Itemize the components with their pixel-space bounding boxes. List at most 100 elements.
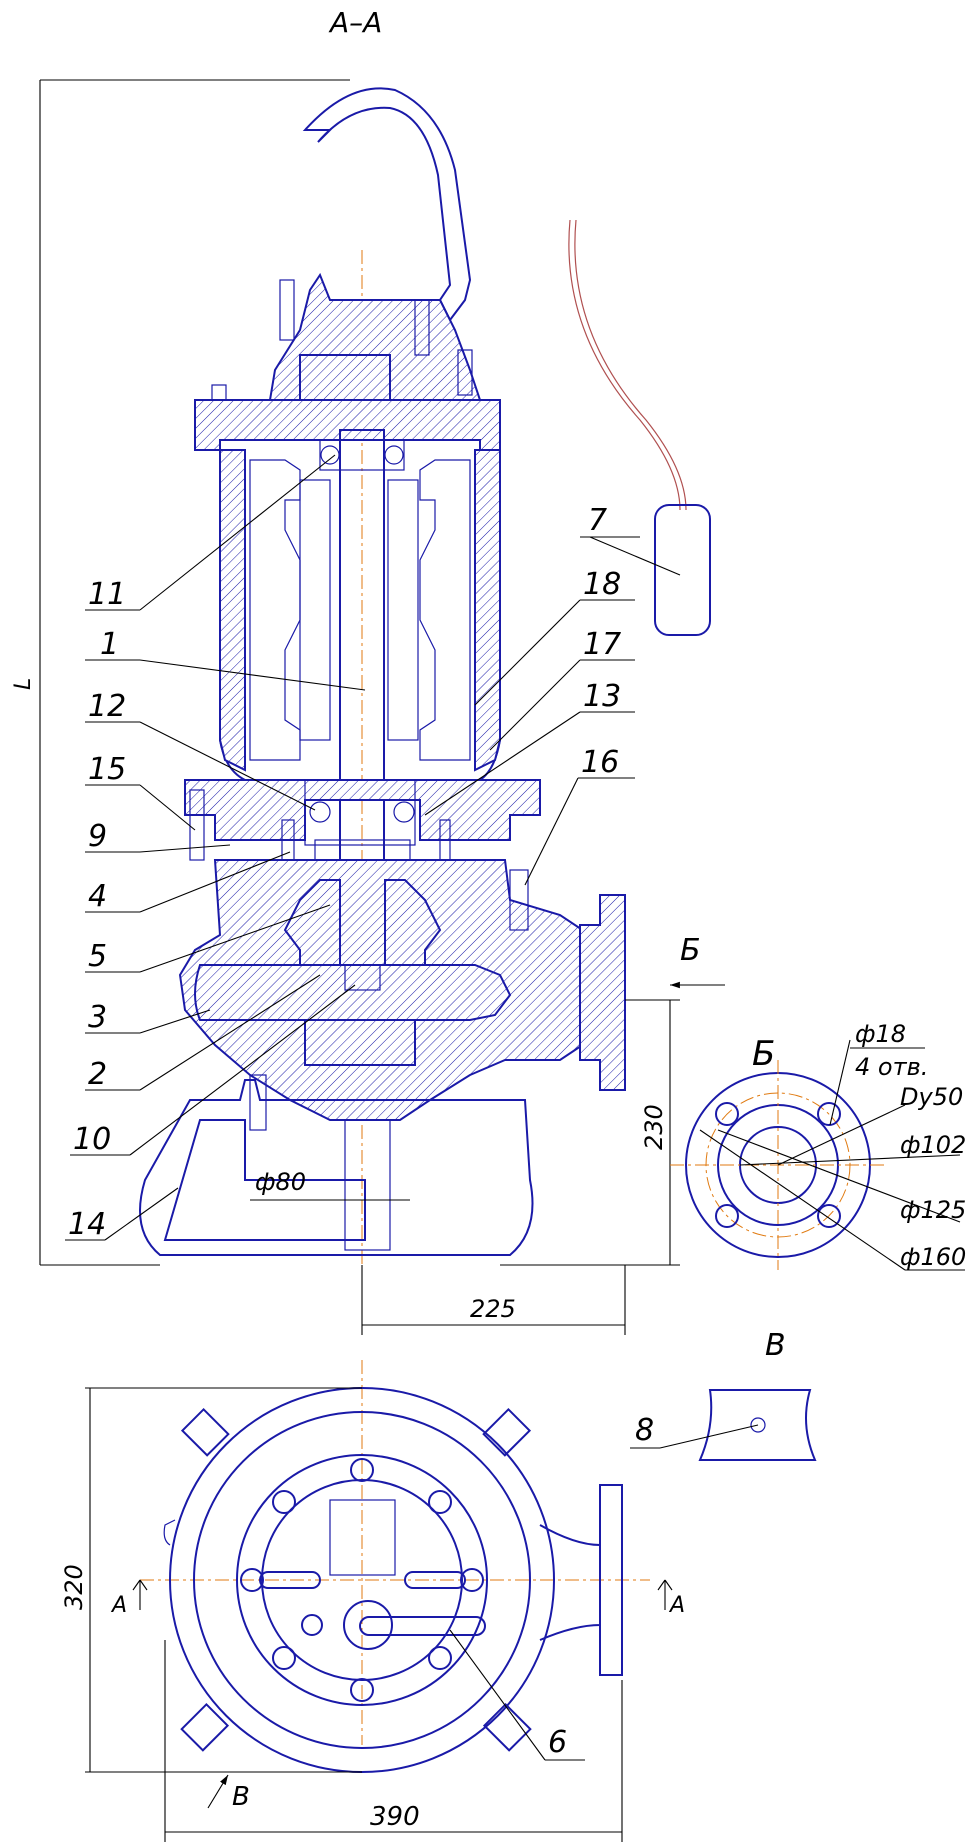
leader-17: 17: [489, 627, 635, 751]
plan-handle-bar-right: [404, 1571, 466, 1589]
leader-2: 2: [85, 974, 321, 1092]
dim-label-l: L: [11, 678, 36, 690]
section-title: А–А: [328, 6, 382, 39]
dim-label-160: ф160: [900, 1243, 966, 1271]
leader-d102: [739, 1154, 961, 1166]
dimension-225: 225: [361, 1265, 626, 1335]
housing-wall-right: [474, 449, 501, 772]
dimension-230: 230: [500, 999, 680, 1266]
view-b-flange: Б ф18 4 отв. Dу50 ф102 ф125 ф160: [670, 1020, 966, 1271]
bearing-housing: [184, 779, 541, 841]
section-view-a-a: А–А: [11, 6, 725, 1335]
housing-wall-left: [219, 449, 246, 772]
leader-dy50: [777, 1104, 906, 1166]
part-label-17: 17: [583, 627, 621, 662]
impeller: [283, 879, 341, 966]
dim-label-holes: 4 отв.: [855, 1053, 928, 1081]
leader-12: 12: [85, 689, 316, 811]
view-v-arrow: В: [207, 1774, 250, 1812]
leader-4: 4: [85, 851, 291, 914]
stand-bolt-left: [249, 1074, 267, 1131]
view-b-arrow: Б: [670, 933, 725, 989]
leader-7: 7: [580, 503, 681, 576]
part-label-4: 4: [88, 879, 107, 914]
part-label-10: 10: [73, 1122, 111, 1157]
flange-hole-4: [817, 1204, 841, 1228]
plan-view: 6 А А В 320 390: [60, 1360, 685, 1842]
flange-hole-3: [715, 1204, 739, 1228]
plan-bolt-1: [350, 1458, 374, 1482]
float-switch: [654, 504, 711, 636]
dim-label-80: ф80: [255, 1168, 306, 1196]
casing-bolt-right: [509, 869, 529, 931]
motor-housing: [219, 450, 501, 781]
part-label-9: 9: [88, 819, 107, 854]
section-a-arrow-right: А: [657, 1579, 685, 1618]
plan-bolt-5: [350, 1678, 374, 1702]
leader-8: 8: [630, 1413, 759, 1449]
flange-hole-1: [715, 1102, 739, 1126]
flange-hole-2: [817, 1102, 841, 1126]
plan-ring-2: [193, 1411, 531, 1749]
part-label-13: 13: [583, 679, 621, 714]
plan-cable-box: [329, 1499, 396, 1576]
leader-d125: [717, 1129, 961, 1223]
leader-13: 13: [424, 679, 635, 816]
view-v-body: [698, 1389, 817, 1461]
part-label-3: 3: [88, 1000, 107, 1035]
part-label-14: 14: [68, 1207, 106, 1242]
leader-9: 9: [85, 819, 231, 854]
stator-winding-right: [419, 459, 471, 761]
top-bolt-left: [279, 279, 295, 341]
rotor-core-right: [387, 479, 419, 741]
part-label-7: 7: [588, 503, 607, 538]
lower-bearing-ball-left: [309, 801, 331, 823]
part-label-18: 18: [583, 567, 621, 602]
leader-6: 6: [449, 1629, 585, 1761]
flange-bolt-left: [189, 789, 205, 861]
stator-winding-left: [249, 459, 301, 761]
dim-label-225: 225: [470, 1295, 516, 1323]
lower-bearing: [304, 779, 416, 846]
view-b-title: Б: [752, 1034, 775, 1074]
stand-leg: [344, 1119, 391, 1251]
leader-d18: [829, 1039, 851, 1126]
dim-label-dy50: Dу50: [900, 1083, 963, 1111]
top-bolt-far-right: [457, 349, 473, 396]
leader-15: 15: [85, 752, 196, 831]
leader-14: 14: [65, 1187, 179, 1242]
lower-bearing-ball-right: [393, 801, 415, 823]
part-label-16: 16: [581, 745, 619, 780]
lifting-handle: [302, 87, 472, 322]
dimension-80: ф80: [250, 1168, 410, 1201]
plan-cable-arm: [359, 1616, 486, 1636]
plan-lug-top-right: [482, 1407, 532, 1457]
view-v-title: В: [765, 1328, 786, 1363]
part-label-2: 2: [88, 1057, 107, 1092]
leader-16: 16: [524, 745, 635, 886]
plan-lug-top-left: [180, 1407, 230, 1457]
leader-10: 10: [70, 984, 356, 1157]
leader-3: 3: [85, 1000, 211, 1035]
impeller-right: [384, 879, 442, 966]
impeller-nut: [344, 964, 381, 991]
plan-cable-entry: [343, 1600, 393, 1650]
power-cable: [568, 219, 681, 511]
plan-small-boss: [301, 1614, 323, 1636]
dimension-390: 390: [164, 1640, 623, 1842]
section-a-arrow-left: А: [110, 1579, 148, 1618]
plan-lug-bottom-left: [180, 1702, 230, 1752]
plan-lug-bottom-right: [482, 1702, 532, 1752]
leader-18: 18: [474, 567, 635, 706]
dimension-l: L: [11, 79, 350, 1266]
part-label-6: 6: [548, 1725, 567, 1760]
upper-bearing-ball-right: [384, 445, 404, 465]
leader-d160: [699, 1129, 906, 1271]
leader-5: 5: [85, 904, 331, 974]
plan-bolt-3: [460, 1568, 484, 1592]
section-a-label-left: А: [110, 1593, 127, 1618]
dim-label-102: ф102: [900, 1131, 966, 1159]
part-label-12: 12: [88, 689, 126, 724]
dim-label-125: ф125: [900, 1196, 966, 1224]
leader-1: 1: [85, 627, 366, 691]
